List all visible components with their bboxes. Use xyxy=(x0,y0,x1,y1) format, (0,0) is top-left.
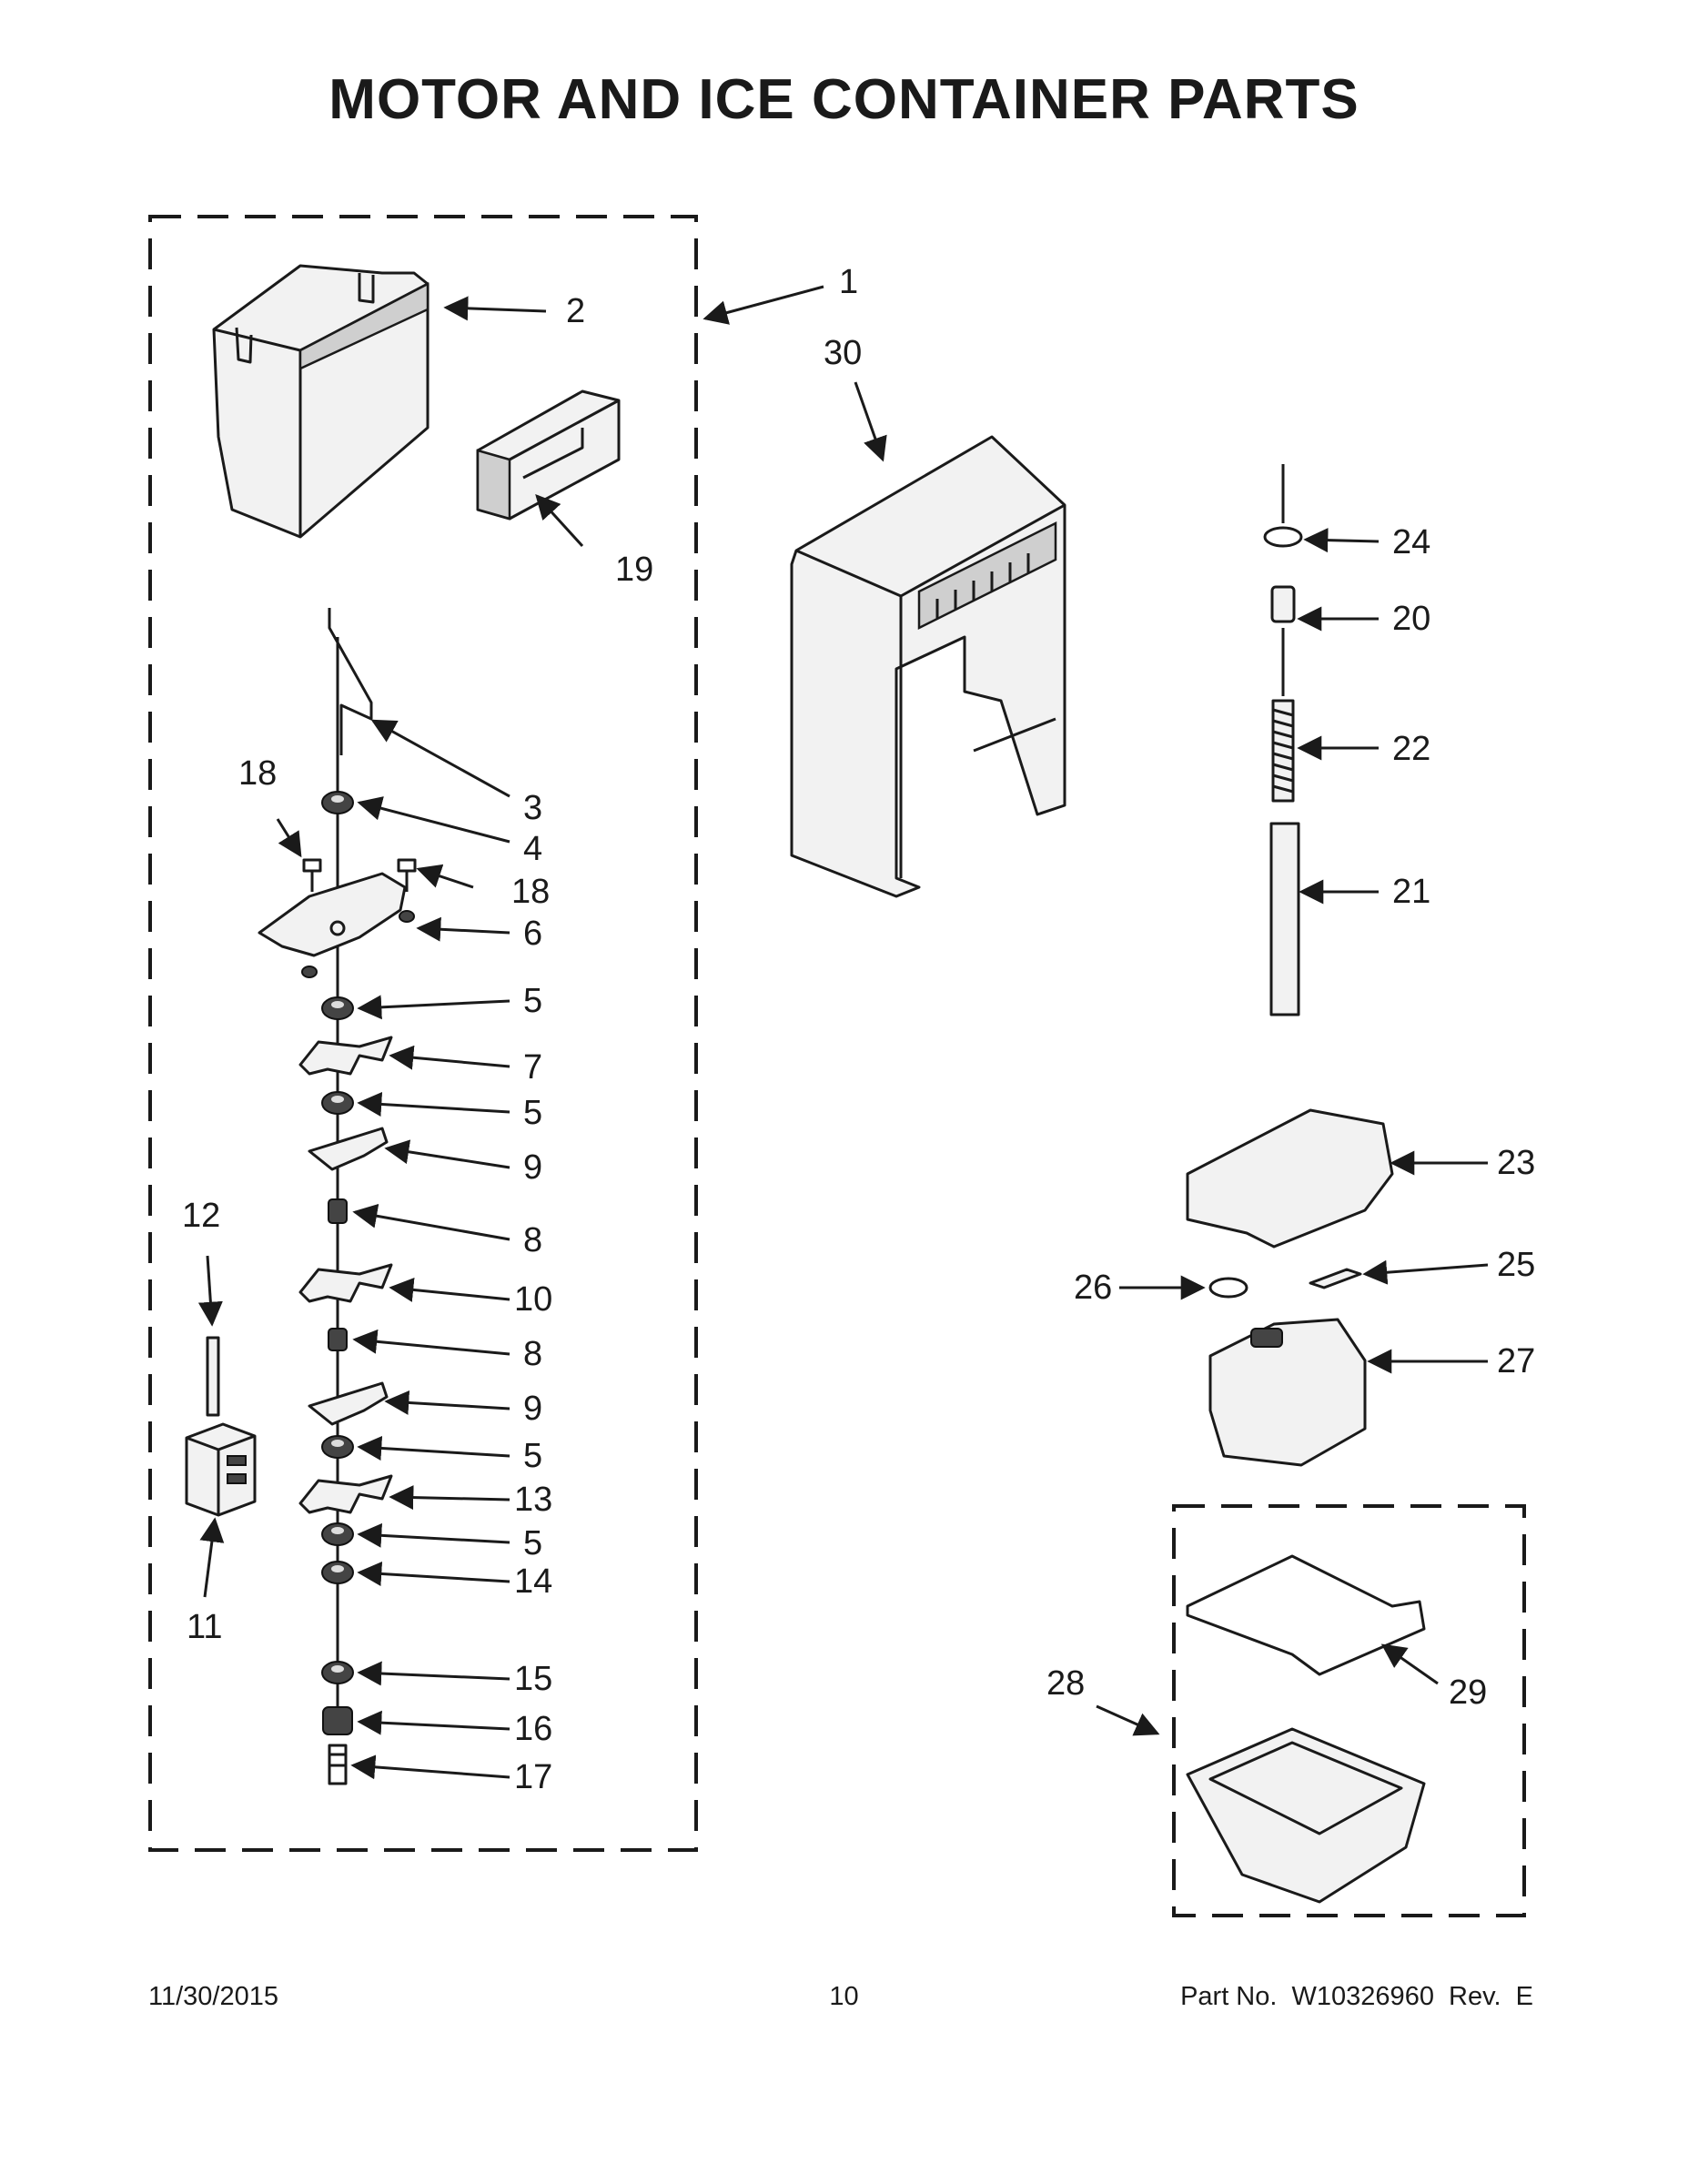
callout-18b: 18 xyxy=(511,873,550,911)
callout-2: 2 xyxy=(566,292,585,330)
part-23-housing xyxy=(1186,1108,1394,1249)
callout-17: 17 xyxy=(514,1758,552,1796)
callout-8b: 8 xyxy=(523,1335,542,1373)
callout-21: 21 xyxy=(1392,873,1430,911)
callout-5b: 5 xyxy=(523,1094,542,1132)
part-3-wire xyxy=(328,608,373,755)
callout-30: 30 xyxy=(824,334,862,372)
callout-27: 27 xyxy=(1497,1342,1535,1380)
callout-26: 26 xyxy=(1074,1269,1112,1307)
part-12-pin xyxy=(206,1336,220,1417)
callout-9a: 9 xyxy=(523,1148,542,1187)
part-29-frame xyxy=(1186,1554,1426,1676)
auger-drive-parts xyxy=(1263,464,1303,1016)
callout-5c: 5 xyxy=(523,1437,542,1475)
footer-part-number: Part No. W10326960 Rev. E xyxy=(1180,1982,1533,2011)
callout-5a: 5 xyxy=(523,982,542,1020)
callout-3: 3 xyxy=(523,789,542,827)
part-11-block xyxy=(185,1422,257,1517)
callout-15: 15 xyxy=(514,1660,552,1698)
callout-28: 28 xyxy=(1046,1664,1085,1703)
part-25-gasket xyxy=(1309,1268,1362,1289)
callout-25: 25 xyxy=(1497,1246,1535,1284)
callout-4: 4 xyxy=(523,830,542,868)
callout-29: 29 xyxy=(1449,1673,1487,1712)
part-17-screw xyxy=(328,1744,348,1785)
callout-13: 13 xyxy=(514,1481,552,1519)
part-18-screws xyxy=(301,858,417,978)
part-6-plate xyxy=(258,872,407,957)
blade-parts xyxy=(298,1036,393,1514)
footer-page-number: 10 xyxy=(829,1982,859,2011)
part-19-bracket xyxy=(476,389,621,521)
page-title: MOTOR AND ICE CONTAINER PARTS xyxy=(329,68,1359,131)
callout-18a: 18 xyxy=(238,754,277,793)
part-2-bucket xyxy=(212,264,430,539)
footer-date: 11/30/2015 xyxy=(148,1982,278,2011)
callout-5d: 5 xyxy=(523,1524,542,1562)
part-30-cover xyxy=(790,435,1066,898)
callout-24: 24 xyxy=(1392,523,1430,561)
callout-19: 19 xyxy=(615,551,653,589)
callout-labels: 1 2 30 19 24 20 22 21 18 3 4 18 6 5 7 5 … xyxy=(182,263,1535,1796)
callout-12: 12 xyxy=(182,1197,220,1235)
callout-9b: 9 xyxy=(523,1390,542,1428)
callout-20: 20 xyxy=(1392,600,1430,638)
part-27-motor xyxy=(1208,1318,1367,1467)
callout-14: 14 xyxy=(514,1562,552,1601)
shaft-washers xyxy=(321,791,354,1735)
callout-22: 22 xyxy=(1392,730,1430,768)
callout-23: 23 xyxy=(1497,1144,1535,1182)
part-28-container xyxy=(1186,1727,1426,1904)
leader-lines xyxy=(197,285,1489,1780)
callout-16: 16 xyxy=(514,1710,552,1748)
callout-11: 11 xyxy=(187,1608,222,1646)
callout-10: 10 xyxy=(514,1280,552,1319)
part-26-ring xyxy=(1208,1277,1248,1299)
callout-8a: 8 xyxy=(523,1221,542,1259)
callout-7: 7 xyxy=(523,1048,542,1087)
callout-1: 1 xyxy=(839,263,858,301)
callout-6: 6 xyxy=(523,915,542,953)
